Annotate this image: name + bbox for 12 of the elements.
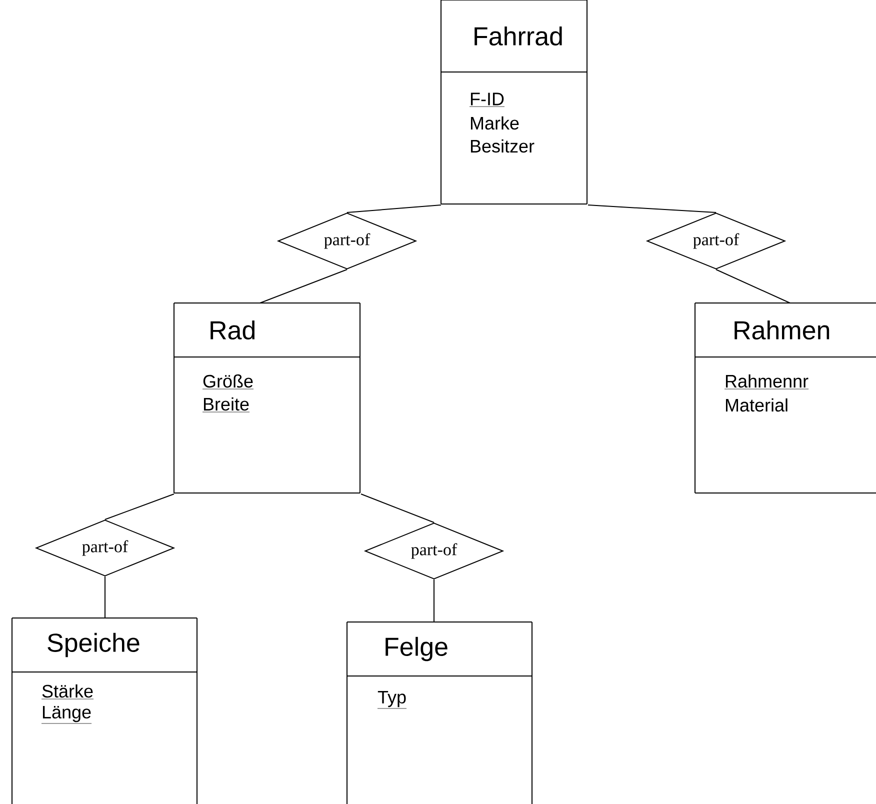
entity-box: Rad Größe Breite: [174, 302, 360, 494]
connector-line: [716, 269, 790, 304]
connector-line: [360, 494, 434, 523]
entity-box: Speiche Stärke Länge: [12, 618, 198, 804]
connector-line: [346, 204, 442, 213]
entity-box: Fahrrad F-ID Marke Besitzer: [440, 0, 588, 204]
connector-line: [104, 494, 174, 520]
entity-box: Rahmen Rahmennr Material: [694, 302, 876, 494]
connector-line: [260, 269, 348, 304]
connector-line: [588, 204, 716, 213]
connector-line: [104, 576, 106, 618]
entity-box: Felge Typ: [346, 622, 532, 804]
